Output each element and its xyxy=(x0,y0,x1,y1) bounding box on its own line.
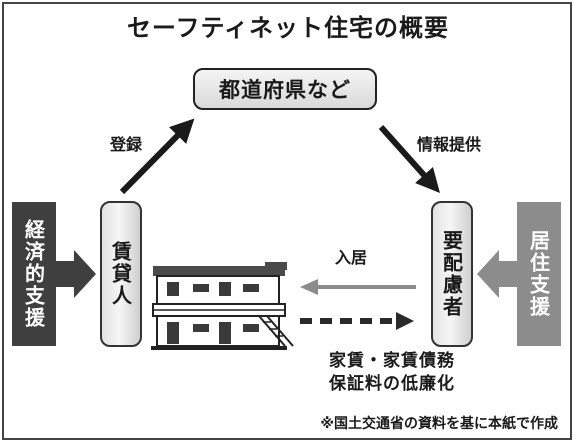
register-arrow xyxy=(119,118,195,195)
source-footnote: ※国土交通省の資料を基に本紙で作成 xyxy=(320,416,558,432)
info-label: 情報提供 xyxy=(417,135,482,154)
economic-support-label: 経済的支援 xyxy=(21,219,46,329)
diagram-title: セーフティネット住宅の概要 xyxy=(126,14,450,42)
tenant-label: 要配慮者 xyxy=(439,230,464,318)
landlord-node: 賃貸人 xyxy=(100,201,142,347)
rent-reduction-line-1: 家賃・家賃債務 xyxy=(329,351,455,371)
register-label: 登録 xyxy=(110,135,143,154)
economic-support-box: 経済的支援 xyxy=(12,202,56,346)
landlord-label: 賃貸人 xyxy=(108,241,133,307)
apartment-building xyxy=(151,262,294,350)
residential-support-label: 居住支援 xyxy=(526,230,551,318)
tenant-node: 要配慮者 xyxy=(431,201,473,347)
residential-support-box: 居住支援 xyxy=(517,202,561,346)
residential-support-arrow xyxy=(477,250,517,298)
economic-support-arrow xyxy=(56,250,96,298)
rent-reduction-line-2: 保証料の低廉化 xyxy=(329,374,455,394)
move-in-label: 入居 xyxy=(335,248,368,267)
government-node: 都道府県など xyxy=(193,68,377,110)
rent-reduction-arrow-head xyxy=(396,312,414,330)
move-in-arrow-head xyxy=(300,279,318,295)
rent-reduction-label: 家賃・家賃債務 保証料の低廉化 xyxy=(285,350,455,396)
info-arrow xyxy=(378,124,441,193)
government-label: 都道府県など xyxy=(219,78,351,102)
